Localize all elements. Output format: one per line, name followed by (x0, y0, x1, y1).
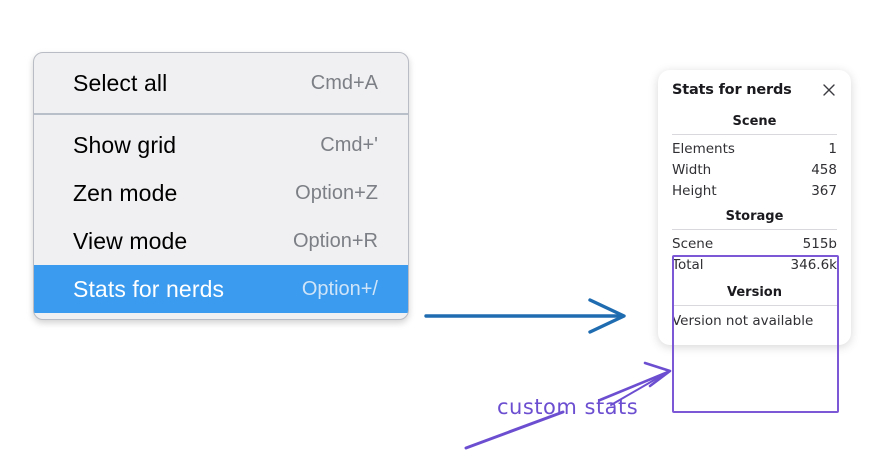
stat-key: Elements (672, 140, 735, 157)
menu-section-1: Select all Cmd+A (34, 53, 408, 113)
section-rule (672, 134, 837, 135)
menu-item-shortcut: Option+Z (295, 181, 378, 204)
menu-item-label: Show grid (73, 131, 177, 158)
stat-row-width: Width 458 (672, 159, 837, 180)
section-rule (672, 229, 837, 230)
menu-section-2: Show grid Cmd+' Zen mode Option+Z View m… (34, 115, 408, 319)
menu-item-show-grid[interactable]: Show grid Cmd+' (34, 121, 408, 169)
stats-for-nerds-panel: Stats for nerds Scene Elements 1 Width 4… (658, 70, 851, 345)
close-icon[interactable] (821, 82, 837, 98)
section-heading-version: Version (727, 285, 782, 300)
section-rule (672, 305, 837, 306)
stat-row-height: Height 367 (672, 180, 837, 201)
stat-value: 1 (828, 140, 837, 157)
stats-panel-title: Stats for nerds (672, 82, 792, 98)
menu-item-label: Zen mode (73, 179, 178, 206)
stats-panel-header: Stats for nerds (672, 82, 837, 98)
menu-item-shortcut: Option+R (292, 229, 378, 252)
menu-item-zen-mode[interactable]: Zen mode Option+Z (34, 169, 408, 217)
stat-value: 515b (802, 235, 837, 252)
menu-item-label: Select all (73, 69, 168, 96)
menu-item-label: View mode (73, 227, 188, 254)
menu-item-view-mode[interactable]: View mode Option+R (34, 217, 408, 265)
stat-key: Total (672, 256, 704, 273)
stat-key: Width (672, 161, 712, 178)
menu-item-shortcut: Cmd+A (310, 71, 378, 94)
stat-row-elements: Elements 1 (672, 138, 837, 159)
stat-key: Height (672, 182, 717, 199)
menu-item-select-all[interactable]: Select all Cmd+A (34, 59, 408, 107)
stat-row-scene-storage: Scene 515b (672, 233, 837, 254)
section-heading-storage: Storage (725, 209, 784, 224)
menu-item-label: Stats for nerds (73, 275, 225, 302)
blue-arrow (424, 298, 626, 334)
menu-item-stats-for-nerds[interactable]: Stats for nerds Option+/ (34, 265, 408, 313)
menu-item-shortcut: Cmd+' (320, 133, 378, 156)
handwritten-annotation-label: custom stats (497, 395, 639, 419)
stat-value: 367 (811, 182, 837, 199)
context-menu[interactable]: Select all Cmd+A Show grid Cmd+' Zen mod… (33, 52, 409, 320)
menu-divider (34, 113, 408, 115)
stat-row-total-storage: Total 346.6k (672, 254, 837, 275)
menu-item-shortcut: Option+/ (301, 277, 378, 300)
stat-value: 458 (811, 161, 837, 178)
section-heading-scene: Scene (732, 114, 777, 129)
stat-value: 346.6k (790, 256, 837, 273)
version-not-available-text: Version not available (672, 313, 814, 329)
stat-key: Scene (672, 235, 714, 252)
